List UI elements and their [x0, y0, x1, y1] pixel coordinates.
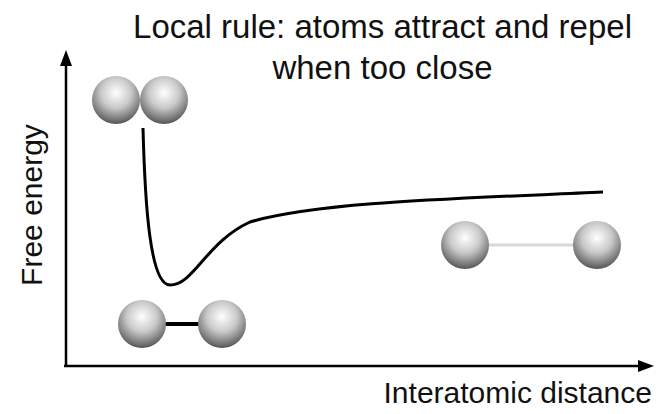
- axes: [64, 62, 642, 366]
- atom-pair-compressed: [92, 76, 188, 124]
- axis-label: Free energy: [15, 124, 49, 286]
- potential-curve: [143, 128, 603, 285]
- diagram-title: Local rule: atoms attract and repel when…: [110, 6, 655, 88]
- axis-arrowhead: [638, 360, 654, 372]
- atom-pair-bonded: [118, 300, 246, 348]
- axis-arrowhead: [60, 50, 72, 66]
- axis-label: Interatomic distance: [384, 376, 652, 410]
- atom-pair-separated: [441, 221, 621, 269]
